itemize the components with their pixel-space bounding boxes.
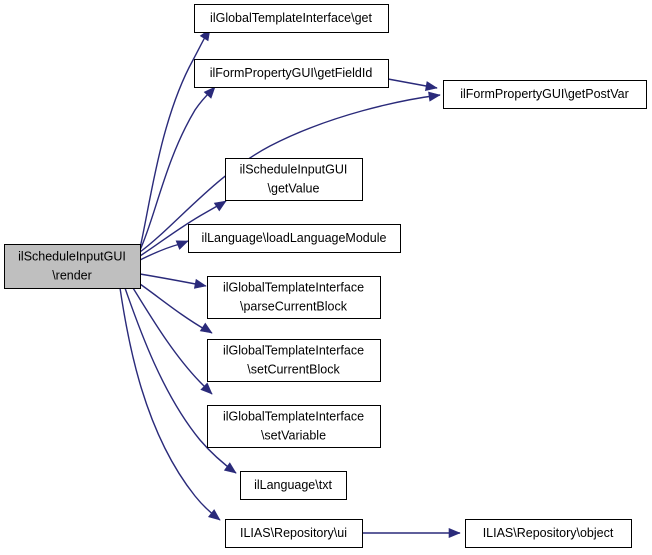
arrowhead-e-repoUi-repoObject [448, 527, 461, 539]
edge-render-to-getPostVar [139, 94, 441, 253]
arrowhead-e-render-getFieldId [203, 86, 216, 99]
node-setVariable[interactable]: ilGlobalTemplateInterface \setVariable [207, 405, 381, 448]
edge-render-to-repoUi [119, 287, 221, 521]
node-label-loadLanguageModule: ilLanguage\loadLanguageModule [202, 231, 387, 245]
node-label-getValue-line1: ilScheduleInputGUI [240, 162, 348, 176]
arrowhead-e-getFieldId-getPostVar [424, 81, 438, 92]
node-getValue[interactable]: ilScheduleInputGUI \getValue [225, 158, 363, 201]
edge-render-to-get [139, 28, 211, 249]
node-label-getFieldId: ilFormPropertyGUI\getFieldId [210, 66, 373, 80]
node-label-parseCurrentBlock-line1: ilGlobalTemplateInterface [223, 280, 364, 294]
node-label-setVariable-line1: ilGlobalTemplateInterface [223, 409, 364, 423]
node-label-setCurrentBlock-line2: \setCurrentBlock [247, 362, 340, 376]
node-txt[interactable]: ilLanguage\txt [240, 471, 347, 500]
arrowhead-e-render-repoUi [207, 509, 221, 521]
arrowhead-e-render-setVariable [200, 382, 213, 395]
node-label-getValue-line2: \getValue [268, 181, 320, 195]
node-label-txt: ilLanguage\txt [254, 478, 332, 492]
node-label-getPostVar: ilFormPropertyGUI\getPostVar [460, 87, 629, 101]
node-box-setCurrentBlock[interactable] [207, 339, 381, 382]
node-label-setVariable-line2: \setVariable [261, 428, 326, 442]
node-box-repoObject[interactable] [465, 519, 632, 548]
node-box-loadLanguageModule[interactable] [188, 224, 401, 253]
node-label-parseCurrentBlock-line2: \parseCurrentBlock [240, 299, 348, 313]
node-setCurrentBlock[interactable]: ilGlobalTemplateInterface \setCurrentBloc… [207, 339, 381, 382]
arrowhead-e-render-getPostVar [428, 91, 441, 102]
node-label-repoObject: ILIAS\Repository\object [483, 526, 614, 540]
node-repoObject[interactable]: ILIAS\Repository\object [465, 519, 632, 548]
node-render[interactable]: ilScheduleInputGUI \render [4, 244, 141, 289]
node-box-getPostVar[interactable] [443, 80, 647, 109]
arrowhead-e-render-getValue [213, 200, 227, 212]
node-label-setCurrentBlock-line1: ilGlobalTemplateInterface [223, 343, 364, 357]
node-box-txt[interactable] [240, 471, 347, 500]
arrowhead-e-render-setCurrentBlock [199, 322, 213, 334]
node-box-parseCurrentBlock[interactable] [207, 276, 381, 319]
node-box-get[interactable] [194, 4, 389, 33]
node-getPostVar[interactable]: ilFormPropertyGUI\getPostVar [443, 80, 647, 109]
arrowhead-e-render-loadLanguageModule [175, 240, 189, 250]
node-get[interactable]: ilGlobalTemplateInterface\get [194, 4, 389, 33]
node-box-getFieldId[interactable] [194, 59, 389, 88]
node-label-get: ilGlobalTemplateInterface\get [210, 11, 372, 25]
nodes-layer: ilScheduleInputGUI \render ilGlobalTemplat… [4, 4, 647, 548]
node-label-render-line1: ilScheduleInputGUI [18, 249, 126, 263]
edges-layer [119, 28, 460, 534]
node-box-repoUi[interactable] [225, 519, 363, 548]
node-loadLanguageModule[interactable]: ilLanguage\loadLanguageModule [188, 224, 401, 253]
node-label-render-line2: \render [52, 268, 92, 282]
edge-render-to-txt [124, 287, 237, 474]
arrowhead-e-render-parseCurrentBlock [193, 278, 207, 289]
node-parseCurrentBlock[interactable]: ilGlobalTemplateInterface \parseCurrentBl… [207, 276, 381, 319]
node-box-setVariable[interactable] [207, 405, 381, 448]
node-label-repoUi: ILIAS\Repository\ui [240, 526, 347, 540]
node-box-render[interactable] [4, 244, 141, 289]
node-box-getValue[interactable] [225, 158, 363, 201]
node-repoUi[interactable]: ILIAS\Repository\ui [225, 519, 363, 548]
node-getFieldId[interactable]: ilFormPropertyGUI\getFieldId [194, 59, 389, 88]
edge-render-to-setCurrentBlock [139, 283, 213, 334]
arrowhead-e-render-txt [223, 462, 237, 474]
